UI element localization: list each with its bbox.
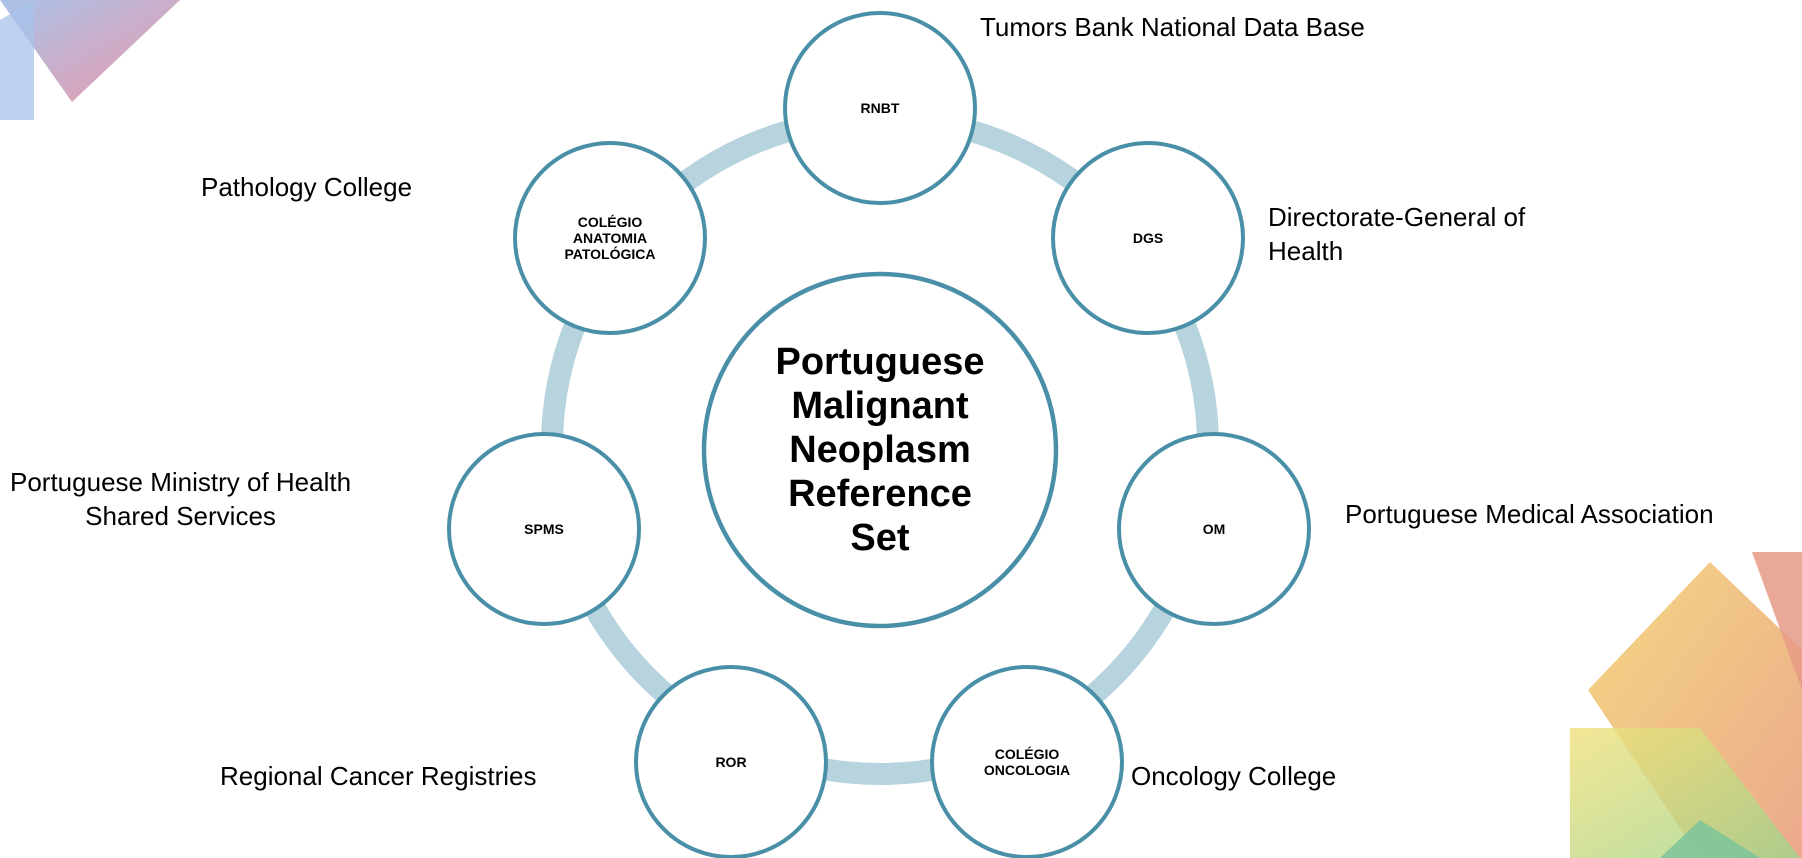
description-rnbt: Tumors Bank National Data Base [980,12,1365,42]
node-circle-spms[interactable] [447,432,641,626]
node-circle-ror[interactable] [634,665,828,858]
node-circle-rnbt[interactable] [783,11,977,205]
description-om: Portuguese Medical Association [1345,499,1714,529]
node-circle-dgs[interactable] [1051,141,1245,335]
decoration-top-left [0,0,180,120]
center-title: Portuguese Malignant Neoplasm Reference … [775,341,985,559]
decoration-bottom-right [1570,552,1802,858]
description-dgs: Directorate-General of Health [1268,202,1526,266]
node-circle-colegio-anatomia[interactable] [513,141,707,335]
node-label-ror: ROR [715,754,747,770]
node-circle-colegio-oncologia[interactable] [930,665,1124,858]
node-label-colegio-oncologia: COLÉGIO ONCOLOGIA [983,746,1071,778]
description-ror: Regional Cancer Registries [220,761,537,791]
node-label-rnbt: RNBT [860,100,900,116]
description-colegio-anatomia: Pathology College [201,172,413,202]
node-label-spms: SPMS [524,521,564,537]
node-label-colegio-anatomia: COLÉGIO ANATOMIA PATOLÓGICA [564,214,656,262]
node-label-dgs: DGS [1132,230,1164,246]
description-spms: Portuguese Ministry of Health Shared Ser… [10,467,352,531]
description-colegio-oncologia: Oncology College [1131,761,1337,791]
node-circle-om[interactable] [1117,432,1311,626]
node-label-om: OM [1202,521,1226,537]
center-circle [701,271,1059,629]
